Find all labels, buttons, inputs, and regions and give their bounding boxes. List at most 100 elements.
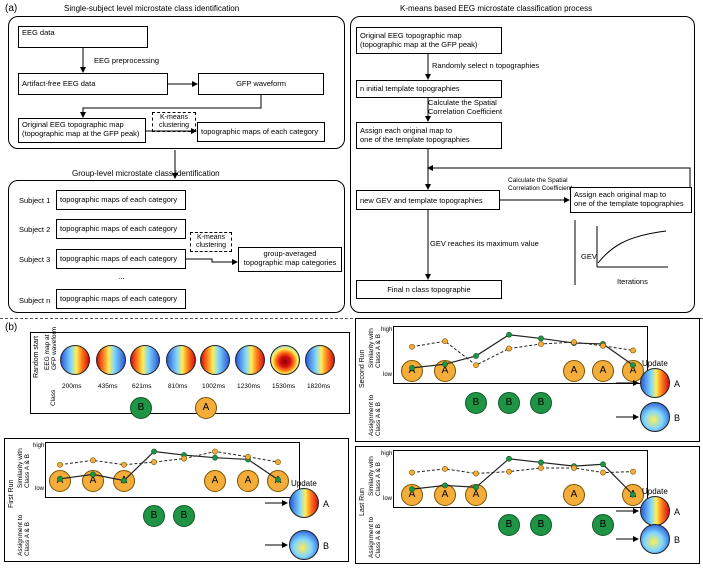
subject-2-topo-box: topographic maps of each category [56,219,186,239]
topo-map-icon [270,345,300,375]
subject-n-label: Subject n [19,296,51,305]
n-initial-box: n initial template topographies [356,80,502,98]
time-label: 1230ms [237,383,261,390]
similarity-a-point [409,343,415,350]
similarity-a-point [538,465,544,471]
r-orig-line1: Original EEG topographic map [360,31,462,40]
calc-scc-label-2: Correlation Coefficient [428,107,503,116]
topo-map-icon [96,345,126,375]
updated-map-a-icon [640,368,670,398]
class-a-marker: A [237,470,259,492]
similarity-b-point [630,362,636,369]
updated-b-label: B [323,541,330,551]
calc-scc-label-1: Calculate the Spatial [428,98,497,107]
class-b-marker: B [498,392,520,414]
similarity-b-point [151,448,157,455]
class-b-marker: B [498,514,520,536]
r-orig-line2: (topographic map at the GFP peak) [360,39,478,49]
similarity-a-point [245,453,251,460]
time-label: 621ms [132,383,152,390]
kmeans-line1: K-means [159,114,188,121]
updated-b-label: B [674,535,681,545]
time-label: 1002ms [202,383,226,390]
class-a-marker: A [434,360,456,382]
run-panel [4,438,349,562]
arrow-loop-back [427,165,691,187]
original-map-line2: (topographic map at the GFP peak) [22,128,140,138]
similarity-b-line [411,458,634,496]
gev-curve [597,230,667,264]
class-b-marker: B [465,392,487,414]
updated-a-label: A [323,499,330,509]
gev-axis-label: GEV [581,252,597,261]
updated-a-label: A [674,379,681,389]
topo-map-icon [305,345,335,375]
similarity-b-point [630,491,636,498]
update-label: Update [291,479,317,488]
similarity-b-point [57,475,63,482]
group-kmeans-line1: K-means [196,234,225,241]
random-start-box [30,332,350,414]
class-b-marker: B [530,514,552,536]
similarity-a-point [600,342,606,349]
similarity-plot [393,450,648,508]
group-level-panel [8,180,345,313]
updated-map-a-icon [640,496,670,526]
new-gev-box: new GEV and template topographies [356,190,500,210]
similarity-a-point [506,345,512,352]
similarity-a-point [473,470,479,477]
similarity-a-point [506,468,512,475]
assign-b-line1: Assign each original map to [574,190,667,199]
similarity-a-point [473,362,479,369]
similarity-a-point [571,339,577,346]
update-label: Update [642,359,668,368]
panel-a-label: (a) [5,3,18,14]
assign-line1: Assign each original map to [360,126,453,135]
similarity-a-line [411,340,634,366]
subject-2-label: Subject 2 [19,225,51,234]
run-panel [355,446,700,564]
similarity-b-point [473,484,479,491]
subject-1-topo-box: topographic maps of each category [56,190,186,210]
similarity-a-point [442,338,448,345]
similarity-a-point [409,469,415,476]
time-label: 810ms [168,383,188,390]
topo-map-icon [166,345,196,375]
class-b-marker: B [143,505,165,527]
group-title: Group-level microstate class identificat… [72,169,220,178]
similarity-a-point [151,459,157,465]
similarity-a-point [275,459,281,465]
similarity-a-point [600,469,606,476]
similarity-b-point [600,461,606,468]
similarity-a-point [571,465,577,471]
subject-3-topo-box: topographic maps of each category [56,249,186,269]
assign-b-line2: one of the template topographies [574,198,684,208]
time-label: 1820ms [307,383,331,390]
class-a-marker: A [204,470,226,492]
similarity-a-point [538,341,544,347]
class-a-marker: A [465,484,487,506]
class-b-marker: B [530,392,552,414]
similarity-b-point [473,353,479,359]
similarity-a-line [411,467,634,474]
artifact-free-box: Artifact-free EEG data [18,73,168,95]
right-title: K-means based EEG microstate classificat… [400,4,593,13]
iterations-axis-label: Iterations [617,277,648,286]
topo-map-icon [60,345,90,375]
similarity-a-point [630,347,636,354]
update-label: Update [642,487,668,496]
similarity-b-point [442,482,448,489]
similarity-b-point [121,477,127,484]
assign-b-box: Assign each original map to one of the t… [570,187,692,213]
group-avg-line2: topographic map categories [243,257,337,267]
class-a-marker: A [563,360,585,382]
group-averaged-box: group-averaged topographic map categorie… [238,247,342,272]
kmeans-panel [350,16,695,313]
similarity-b-point [506,455,512,462]
class-a-marker: A [563,484,585,506]
single-subject-panel [8,16,345,149]
low-label: low [383,496,393,502]
similarity-b-line [59,450,279,482]
topo-maps-box: topographic maps of each category [197,122,325,142]
